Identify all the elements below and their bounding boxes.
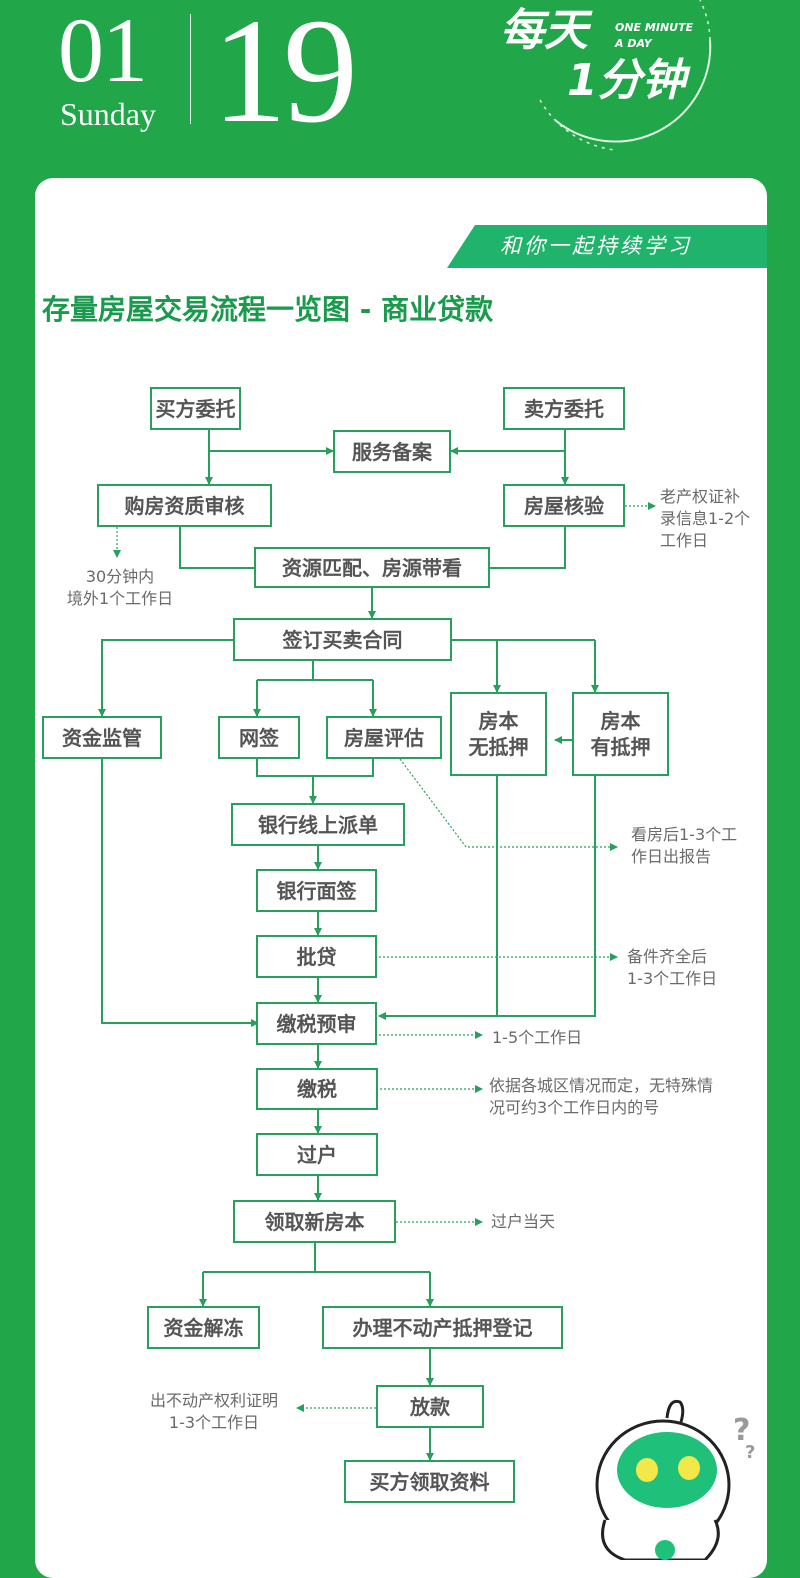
note-precheck: 1-5个工作日: [492, 1028, 583, 1047]
node-no-mortgage: 房本 无抵押: [450, 692, 547, 776]
note-connector: [399, 758, 618, 851]
node-fund-release: 资金解冻: [147, 1306, 260, 1349]
logo-text-en1: ONE MINUTE: [615, 21, 694, 34]
node-tax-payment: 缴税: [256, 1068, 378, 1110]
connector: [257, 661, 373, 681]
connector: [98, 639, 233, 717]
note-deed: 过户当天: [491, 1212, 556, 1231]
clock-ring-icon: [539, 0, 712, 151]
node-bank-dispatch: 银行线上派单: [231, 803, 405, 846]
page-title: 存量房屋交易流程一览图 - 商业贷款: [42, 293, 494, 326]
node-buyer-collect-docs: 买方领取资料: [344, 1460, 515, 1503]
connector: [203, 1243, 430, 1273]
connector: [101, 759, 259, 1027]
node-matching-viewing: 资源匹配、房源带看: [254, 547, 490, 588]
banner-ribbon: [447, 225, 767, 268]
node-sign-contract: 签订买卖合同: [233, 618, 452, 661]
node-buyer-entrust: 买方委托: [150, 387, 241, 430]
node-get-new-deed: 领取新房本: [233, 1200, 396, 1243]
node-transfer: 过户: [256, 1133, 378, 1176]
node-loan-approval: 批贷: [256, 935, 377, 978]
node-loan-disbursement: 放款: [376, 1385, 484, 1428]
note-tax: 依据各城区情况而定，无特殊情 况可约3个工作日内的号: [489, 1076, 714, 1117]
node-tax-precheck: 缴税预审: [256, 1002, 377, 1045]
logo-text-1: 每天: [500, 5, 588, 56]
node-seller-entrust: 卖方委托: [503, 387, 625, 430]
date-day: 19: [212, 0, 358, 154]
connector: [490, 527, 566, 569]
connector: [378, 776, 596, 1020]
node-qualification-review: 购房资质审核: [97, 484, 272, 527]
note-disbursement: 出不动产权利证明 1-3个工作日: [149, 1391, 278, 1432]
logo-text-en2: A DAY: [615, 37, 652, 50]
date-divider: [190, 14, 191, 124]
note-approval: 备件齐全后 1-3个工作日: [627, 947, 718, 988]
node-service-filing: 服务备案: [333, 430, 451, 473]
note-qualification: 30分钟内 境外1个工作日: [66, 567, 174, 608]
node-fund-supervision: 资金监管: [42, 716, 162, 759]
logo-text-2: 1分钟: [567, 55, 686, 106]
svg-text:?: ?: [733, 1413, 750, 1448]
date-weekday: Sunday: [60, 96, 156, 132]
node-mortgage-registration: 办理不动产抵押登记: [322, 1306, 563, 1349]
node-house-appraisal: 房屋评估: [326, 716, 442, 759]
connector: [179, 527, 254, 569]
node-house-verification: 房屋核验: [503, 484, 625, 527]
date-month: 01: [58, 0, 148, 101]
banner-text: 和你一起持续学习: [500, 234, 692, 258]
node-has-mortgage: 房本 有抵押: [572, 692, 669, 776]
one-minute-logo: 每天 ONE MINUTE A DAY 1分钟: [495, 0, 785, 160]
connector: [256, 759, 374, 777]
node-bank-interview: 银行面签: [256, 869, 377, 912]
svg-text:?: ?: [745, 1442, 755, 1463]
note-appraisal: 看房后1-3个工 作日出报告: [631, 825, 738, 866]
node-online-sign: 网签: [218, 716, 300, 759]
note-verification: 老产权证补 录信息1-2个 工作日: [660, 487, 751, 550]
robot-mascot-icon: ? ?: [595, 1399, 755, 1560]
